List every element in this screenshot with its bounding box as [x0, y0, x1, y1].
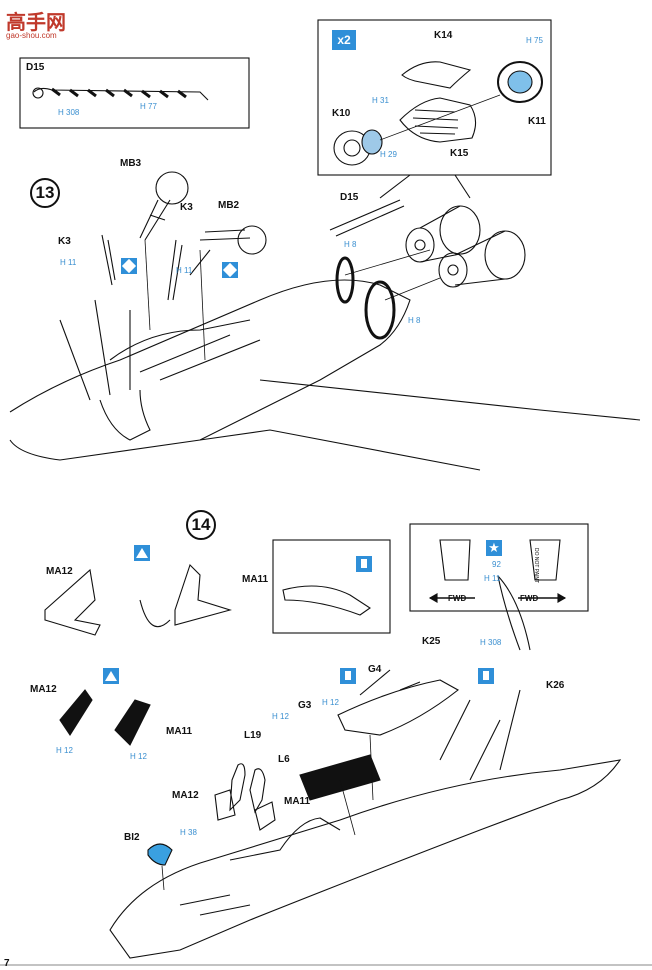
step-number-13: 13	[30, 178, 60, 208]
glue-icon	[340, 668, 356, 684]
glue-icon	[356, 556, 372, 572]
part-label-k10: K10	[332, 108, 351, 119]
canopy-inset-box	[272, 539, 391, 634]
watermark-title: 高手网	[6, 12, 66, 34]
part-label-ma11: MA11	[242, 574, 269, 585]
paint-code: H 308	[480, 638, 502, 647]
paint-code: H 31	[372, 96, 389, 105]
part-label-ma11: MA11	[284, 796, 311, 807]
paint-code: H 12	[272, 712, 289, 721]
star-icon: ★	[486, 540, 502, 556]
multiplier-badge: x2	[332, 30, 356, 50]
step-number-14: 14	[186, 510, 216, 540]
triangle-icon	[134, 545, 150, 561]
ma11-seat-a	[174, 563, 232, 626]
paint-code: H 12	[56, 746, 73, 755]
paint-code: H 11	[176, 266, 193, 275]
paint-code: H 12	[322, 698, 339, 707]
part-label-ma12: MA12	[172, 790, 199, 801]
engine-inset-box	[317, 19, 552, 176]
diamond-icon	[222, 262, 238, 278]
ma11-seat-black	[114, 699, 151, 746]
watermark-url: gao-shou.com	[6, 31, 57, 40]
part-label-l19: L19	[244, 730, 262, 741]
panel-g3	[299, 754, 381, 801]
paint-code: H 308	[58, 108, 80, 117]
part-label-d15: D15	[340, 192, 359, 203]
fwd-inset-box	[409, 523, 589, 612]
bi2-part	[147, 843, 173, 866]
part-label-mb3: MB3	[120, 158, 142, 169]
inset-d15-box	[19, 57, 250, 129]
paint-code: H 8	[344, 240, 357, 249]
part-label-k25: K25	[422, 636, 441, 647]
paint-code: H 29	[380, 150, 397, 159]
part-label-mb2: MB2	[218, 200, 240, 211]
canopy-g4	[337, 679, 459, 736]
paint-code: 92	[492, 560, 501, 569]
diamond-icon	[121, 258, 137, 274]
paint-code: H 12	[130, 752, 147, 761]
part-label-d15: D15	[26, 62, 45, 73]
paint-code: H 11	[60, 258, 77, 267]
part-label-k15: K15	[450, 148, 469, 159]
part-label-g3: G3	[298, 700, 312, 711]
part-label-l6: L6	[278, 754, 290, 765]
part-label-ma12: MA12	[46, 566, 73, 577]
glue-icon	[478, 668, 494, 684]
part-label-k14: K14	[434, 30, 453, 41]
do-not-paint-label: DO NOT PAINT	[533, 548, 539, 584]
part-label-ma12: MA12	[30, 684, 57, 695]
fuselage-13	[9, 279, 411, 461]
part-label-k26: K26	[546, 680, 565, 691]
part-label-g4: G4	[368, 664, 382, 675]
part-label-k3: K3	[180, 202, 193, 213]
fwd-left-label: FWD	[448, 594, 467, 603]
part-label-k3: K3	[58, 236, 71, 247]
part-label-bi2: BI2	[124, 832, 140, 843]
paint-code: H 8	[408, 316, 421, 325]
paint-code: H 77	[140, 102, 157, 111]
paint-code: H 11	[484, 574, 501, 583]
paint-code: H 38	[180, 828, 197, 837]
paint-code: H 75	[526, 36, 543, 45]
page-number: 7	[4, 958, 10, 969]
triangle-icon	[103, 668, 119, 684]
ma12-seat-black	[59, 689, 93, 737]
part-label-ma11: MA11	[166, 726, 193, 737]
fuselage-14	[109, 759, 622, 959]
ma12-seat-a	[44, 568, 101, 636]
fwd-right-label: FWD	[520, 594, 539, 603]
part-label-k11: K11	[528, 116, 546, 127]
